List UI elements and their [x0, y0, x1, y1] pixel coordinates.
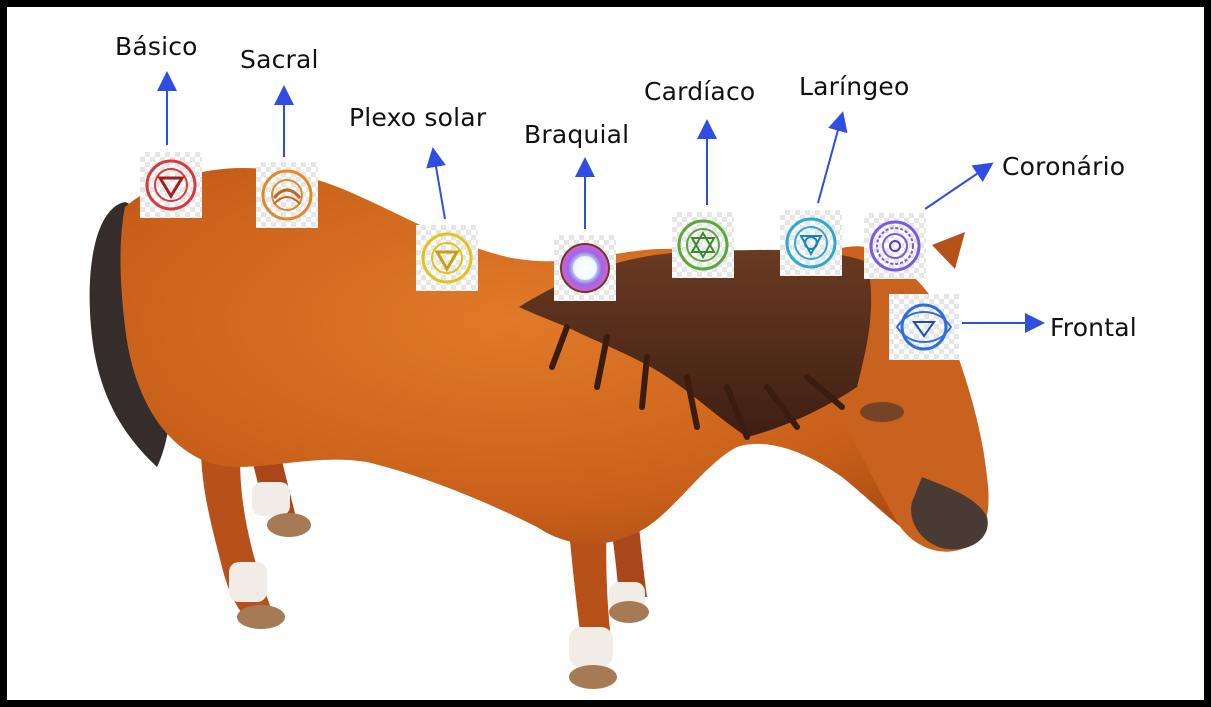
front-sock-left: [569, 627, 613, 667]
label-cardiaco: Cardíaco: [644, 77, 755, 106]
chakra-cardiaco-icon: [672, 212, 734, 278]
chakra-plexo-icon: [416, 225, 478, 291]
front-hoof-left: [569, 665, 617, 689]
chakra-basico-icon: [140, 152, 202, 218]
chakra-laringeo-icon: [780, 210, 842, 276]
label-coronario: Coronário: [1002, 152, 1125, 181]
chakra-coronario-icon: [864, 213, 926, 279]
back-hoof-left: [237, 605, 285, 629]
label-basico: Básico: [115, 32, 198, 61]
horse-illustration: [7, 7, 1204, 700]
diagram-frame: Básico Sacral Plexo solar Braquial Cardí…: [7, 7, 1204, 700]
label-braquial: Braquial: [524, 120, 629, 149]
arrow-coronario: [925, 167, 987, 209]
label-laringeo: Laríngeo: [799, 72, 909, 101]
label-plexo: Plexo solar: [349, 103, 486, 132]
arrow-laringeo: [818, 119, 841, 203]
arrow-plexo: [434, 155, 445, 219]
front-hoof-right: [609, 601, 649, 623]
label-frontal: Frontal: [1050, 313, 1137, 342]
back-sock-right: [252, 482, 290, 516]
back-hoof-right: [267, 513, 311, 537]
horse-ear: [932, 232, 965, 269]
chakra-sacral-icon: [256, 162, 318, 228]
back-sock-left: [229, 562, 267, 602]
label-sacral: Sacral: [240, 45, 319, 74]
chakra-braquial-icon: [554, 235, 616, 301]
chakra-frontal-icon: [889, 294, 959, 360]
horse-eye: [860, 402, 904, 422]
